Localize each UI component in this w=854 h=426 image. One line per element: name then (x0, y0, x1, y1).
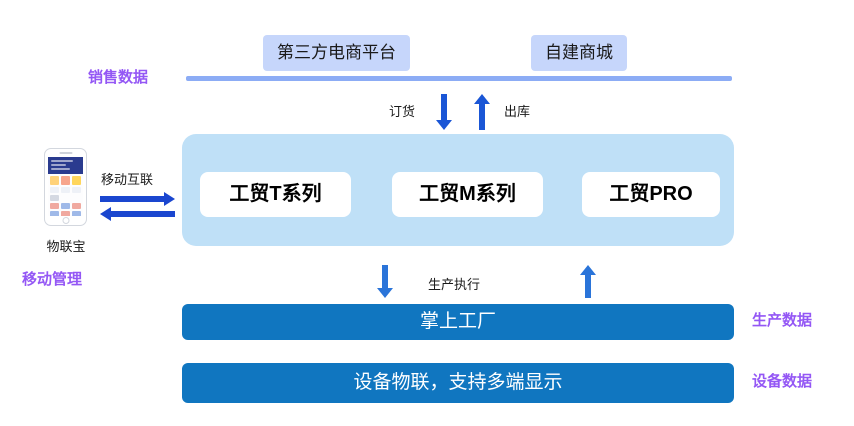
arrow-down-order-icon (436, 94, 452, 130)
arrow-up-production-feedback-icon (580, 265, 596, 298)
bar-palm-factory[interactable]: 掌上工厂 (182, 304, 734, 340)
smartphone-mockup (44, 148, 87, 226)
flow-label-order: 订货 (389, 104, 416, 119)
side-label-mobile-management: 移动管理 (22, 271, 83, 288)
phone-caption-wulianbao: 物联宝 (46, 239, 86, 254)
channel-tag-self-built-mall[interactable]: 自建商城 (531, 35, 627, 71)
phone-speaker-icon (59, 152, 72, 154)
sales-data-bus-line (186, 76, 732, 81)
arrow-right-mobile-icon (100, 192, 175, 206)
side-label-sales-data: 销售数据 (88, 69, 149, 86)
erp-card-gongmao-t-series[interactable]: 工贸T系列 (200, 172, 351, 217)
flow-label-production-execution: 生产执行 (428, 277, 481, 292)
erp-product-panel: 工贸T系列 工贸M系列 工贸PRO (182, 134, 734, 246)
phone-home-button-icon (62, 217, 69, 224)
erp-card-gongmao-m-series[interactable]: 工贸M系列 (392, 172, 543, 217)
side-label-production-data: 生产数据 (752, 312, 813, 329)
phone-screen (48, 157, 83, 216)
channel-tag-third-party-platform[interactable]: 第三方电商平台 (263, 35, 410, 71)
flow-label-outbound: 出库 (504, 104, 531, 119)
arrow-up-outbound-icon (474, 94, 490, 130)
arrow-down-production-execution-icon (377, 265, 393, 298)
phone-card-tiles (48, 174, 83, 185)
side-label-device-data: 设备数据 (752, 373, 813, 390)
phone-banner (48, 157, 83, 174)
arrow-left-mobile-icon (100, 207, 175, 221)
phone-app-grid (48, 185, 83, 216)
flow-label-mobile-internet: 移动互联 (101, 172, 154, 187)
erp-card-gongmao-pro[interactable]: 工贸PRO (582, 172, 720, 217)
bar-device-iot[interactable]: 设备物联，支持多端显示 (182, 363, 734, 403)
